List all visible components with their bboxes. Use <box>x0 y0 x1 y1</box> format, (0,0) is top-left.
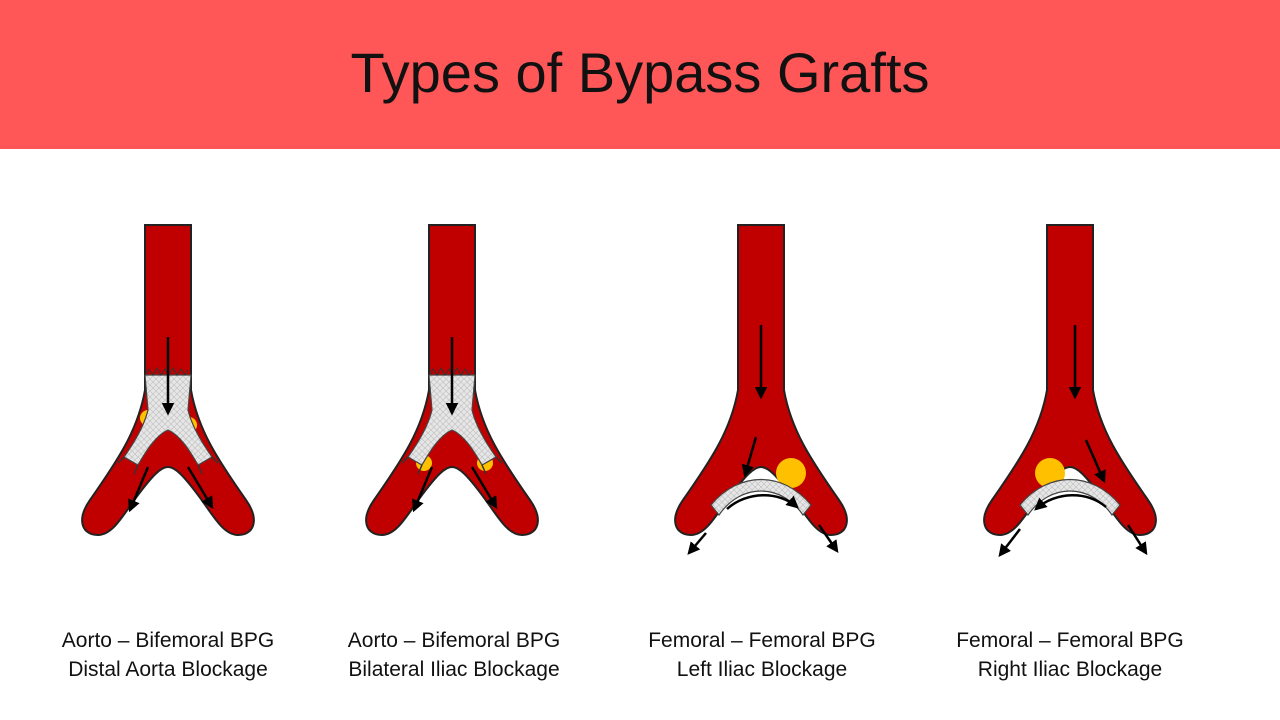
diagram-femoral-femoral-right <box>983 224 1157 557</box>
caption-line-1: Femoral – Femoral BPG <box>956 629 1184 652</box>
caption-panel-2: Aorto – Bifemoral BPG Bilateral Iliac Bl… <box>304 626 604 684</box>
caption-line-2: Distal Aorta Blockage <box>68 658 268 681</box>
caption-panel-4: Femoral – Femoral BPG Right Iliac Blocka… <box>920 626 1220 684</box>
caption-line-1: Aorto – Bifemoral BPG <box>61 629 275 652</box>
diagram-aorto-bifemoral-bilateral <box>365 224 539 536</box>
caption-line-2: Left Iliac Blockage <box>676 658 848 681</box>
caption-line-2: Bilateral Iliac Blockage <box>348 658 560 681</box>
caption-panel-3: Femoral – Femoral BPG Left Iliac Blockag… <box>612 626 912 684</box>
diagram-aorto-bifemoral-distal <box>81 224 255 536</box>
diagram-femoral-femoral-left <box>674 224 848 555</box>
caption-line-1: Femoral – Femoral BPG <box>648 629 876 652</box>
crossover-graft <box>710 478 812 517</box>
plaque <box>776 458 806 488</box>
caption-line-2: Right Iliac Blockage <box>977 658 1163 681</box>
caption-panel-1: Aorto – Bifemoral BPG Distal Aorta Block… <box>18 626 318 684</box>
page-title: Types of Bypass Grafts <box>350 41 930 104</box>
caption-line-1: Aorto – Bifemoral BPG <box>347 629 561 652</box>
crossover-graft <box>1019 478 1121 517</box>
title-banner <box>0 0 1280 149</box>
